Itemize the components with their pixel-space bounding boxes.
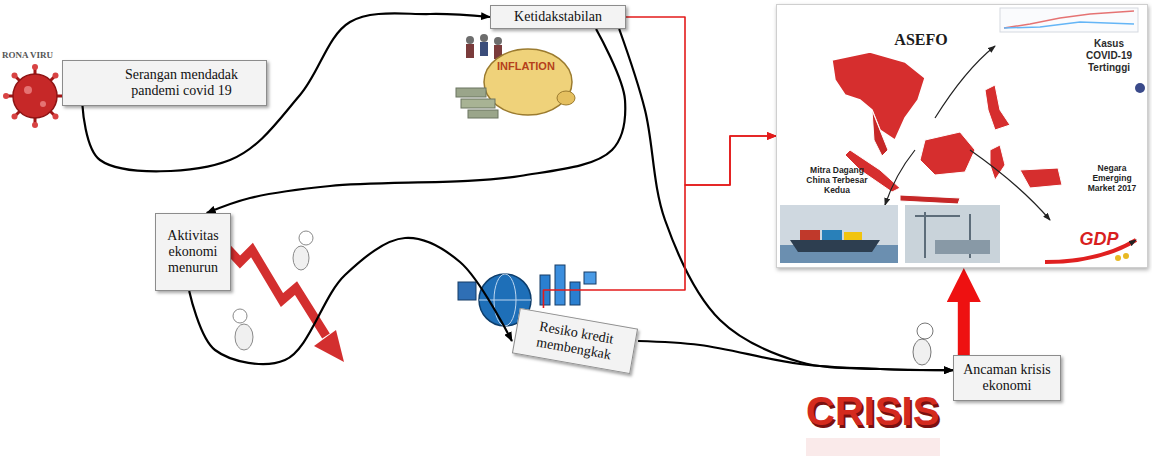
bar-shape bbox=[555, 265, 565, 305]
map-land bbox=[1020, 168, 1062, 188]
crane-shape bbox=[915, 215, 960, 217]
map-land bbox=[920, 132, 975, 175]
panel-caption: ASEFO bbox=[881, 31, 961, 49]
label-box: Ancaman krisis ekonomi bbox=[953, 355, 1061, 401]
image-label: INFLATION bbox=[497, 60, 555, 72]
virus-tip bbox=[53, 114, 59, 120]
container-shape bbox=[800, 230, 820, 240]
label-box: Serangan mendadak pandemi covid 19 bbox=[62, 60, 267, 106]
bar-shape bbox=[570, 282, 580, 305]
person-figure bbox=[293, 246, 309, 270]
panel-caption: Negara Emerging Market 2017 bbox=[1082, 163, 1142, 193]
chart-line bbox=[1004, 11, 1134, 28]
container-shape bbox=[844, 232, 862, 240]
falling-arrow-picture bbox=[212, 231, 344, 362]
port-photo bbox=[905, 205, 1000, 263]
container-shape bbox=[822, 230, 842, 240]
money-stack bbox=[461, 99, 495, 108]
virus-tip bbox=[12, 73, 18, 79]
box-text: Serangan mendadak pandemi covid 19 bbox=[115, 67, 248, 99]
globe-equator bbox=[479, 300, 531, 301]
image-panel: ASEFO Kasus COVID-19 TertinggiMitra Dagan… bbox=[776, 4, 1148, 268]
crisis-figure bbox=[806, 323, 940, 456]
dock-shape bbox=[935, 240, 990, 254]
person-figure bbox=[233, 309, 247, 323]
map-land bbox=[872, 110, 888, 156]
crane-shape bbox=[924, 212, 926, 258]
ship-hull bbox=[790, 240, 880, 252]
panel-caption: GDP bbox=[1075, 229, 1123, 249]
person-figure bbox=[235, 324, 253, 350]
map-land bbox=[985, 85, 1010, 130]
falling-arrow-head bbox=[314, 330, 344, 362]
map-picture bbox=[777, 5, 1147, 267]
box-text: Resiko kredit membengkak bbox=[520, 316, 630, 366]
virus-spot bbox=[24, 86, 32, 94]
red-connector bbox=[626, 17, 776, 185]
map-arrow bbox=[935, 46, 995, 118]
inflation-creature bbox=[484, 49, 572, 115]
person-figure bbox=[466, 44, 474, 58]
red-connector bbox=[543, 136, 776, 308]
money-stack bbox=[456, 88, 486, 97]
chart-line bbox=[1004, 22, 1134, 28]
coin-shape bbox=[1115, 255, 1121, 261]
curved-arrow bbox=[189, 238, 512, 364]
virus-tip bbox=[53, 73, 59, 79]
creature-snout bbox=[557, 91, 575, 105]
image-label: RONA VIRU bbox=[2, 50, 53, 60]
person-figure bbox=[466, 36, 474, 44]
label-box: Ketidakstabilan bbox=[490, 5, 626, 29]
label-box: Resiko kredit membengkak bbox=[512, 308, 638, 374]
ship-photo bbox=[780, 205, 898, 263]
curved-arrow bbox=[207, 29, 626, 213]
map-land bbox=[900, 195, 960, 204]
crisis-reflection bbox=[806, 438, 940, 456]
image-label: CRISIS bbox=[806, 388, 939, 434]
person-figure bbox=[494, 37, 502, 45]
curved-arrow bbox=[638, 341, 953, 370]
big-arrow bbox=[958, 288, 970, 355]
line-chart bbox=[1000, 8, 1138, 32]
virus-picture bbox=[3, 64, 64, 128]
block-shape bbox=[458, 282, 476, 300]
virus-spot bbox=[40, 101, 46, 107]
block-shape bbox=[584, 272, 596, 284]
panel-caption: Kasus COVID-19 Tertinggi bbox=[1080, 38, 1138, 74]
box-text: Ketidakstabilan bbox=[499, 9, 617, 25]
person-figure bbox=[917, 323, 933, 339]
person-figure bbox=[299, 231, 313, 245]
curved-arrow bbox=[619, 29, 953, 370]
money-stack bbox=[468, 110, 498, 118]
virus-tip bbox=[12, 114, 18, 120]
curved-arrow bbox=[83, 13, 491, 171]
panel-ground bbox=[777, 5, 1147, 267]
virus-tip bbox=[32, 122, 38, 128]
virus-body bbox=[13, 74, 57, 118]
panel-caption: Mitra Dagang China Terbesar Kedua bbox=[799, 165, 875, 195]
person-figure bbox=[480, 34, 488, 42]
label-box: Aktivitas ekonomi menurun bbox=[155, 213, 231, 291]
box-text: Aktivitas ekonomi menurun bbox=[159, 228, 227, 276]
virus-icon bbox=[1135, 83, 1145, 93]
coin-shape bbox=[1123, 253, 1129, 259]
virus-tip bbox=[32, 64, 38, 70]
map-arrow bbox=[885, 150, 915, 205]
box-text: Ancaman krisis ekonomi bbox=[959, 362, 1055, 394]
inflation-picture bbox=[456, 34, 575, 118]
person-figure bbox=[480, 42, 488, 56]
person-figure bbox=[913, 339, 931, 365]
virus-tip bbox=[3, 93, 9, 99]
